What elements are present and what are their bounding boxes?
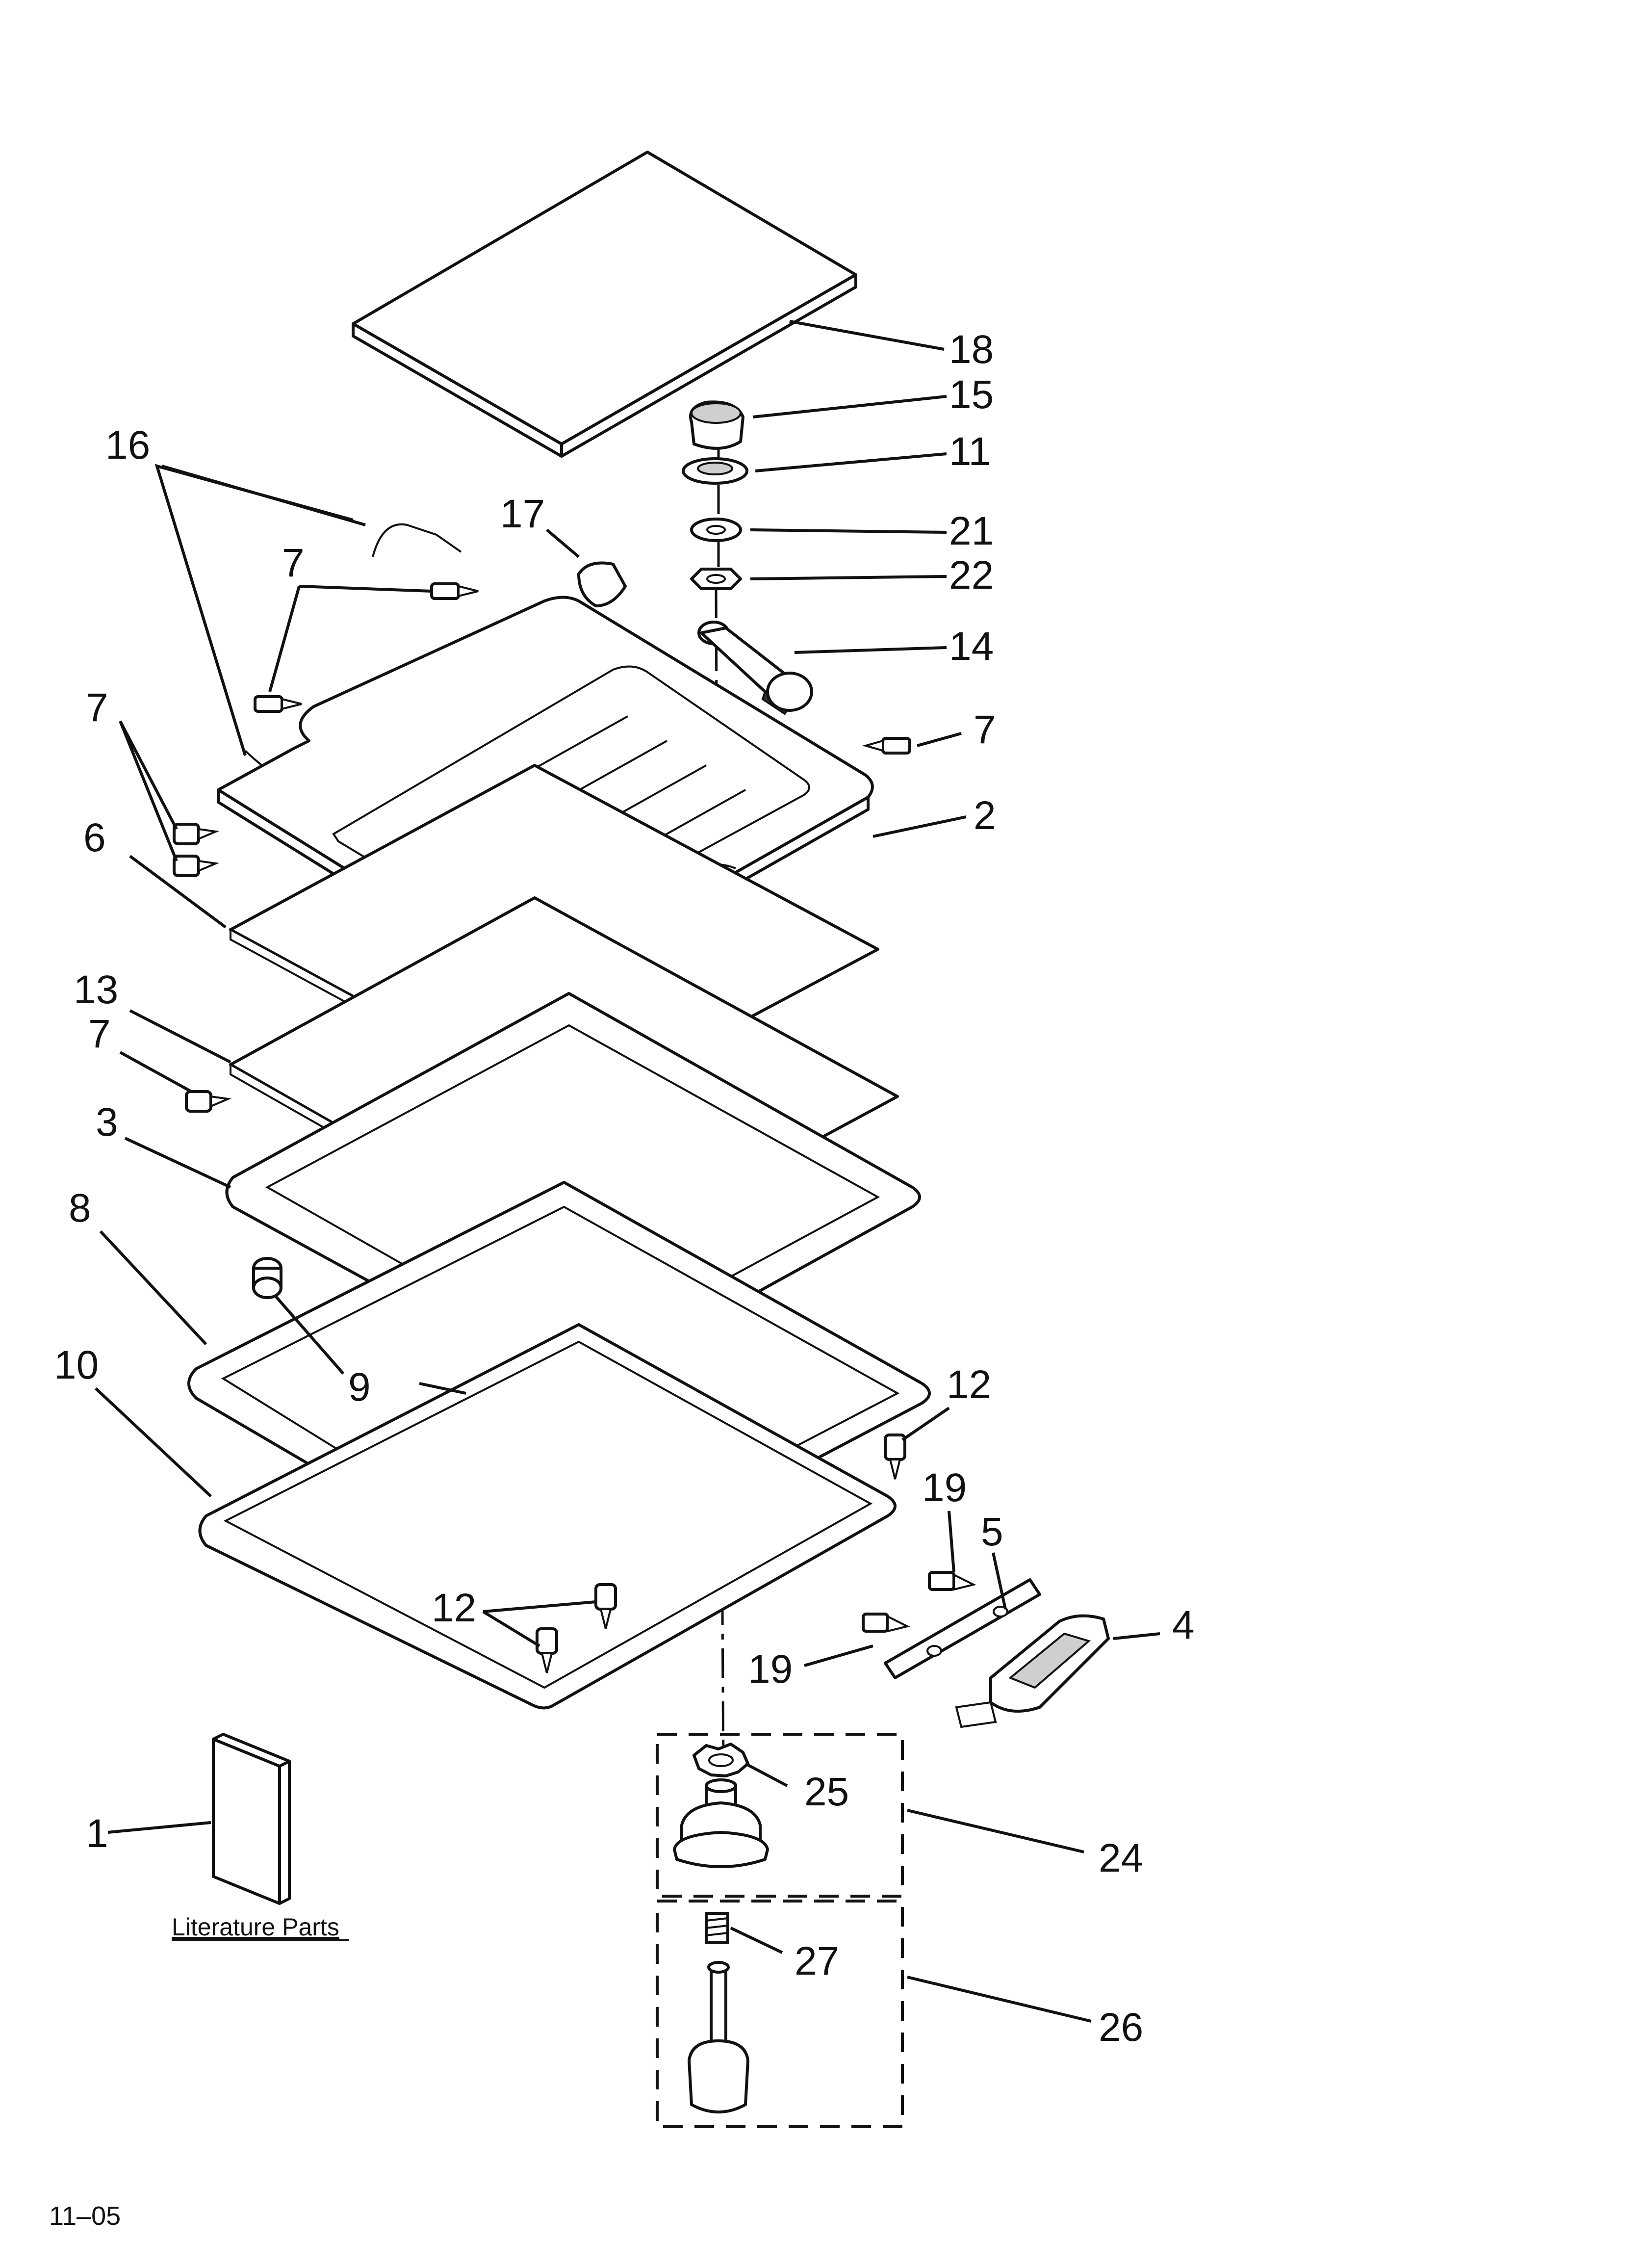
callout-19: 19: [922, 1465, 967, 1510]
callout-7: 7: [282, 541, 305, 585]
literature-parts-label: Literature Parts: [172, 1913, 339, 1941]
callout-4: 4: [1172, 1603, 1195, 1647]
callout-25: 25: [804, 1770, 849, 1814]
callout-5: 5: [981, 1510, 1003, 1554]
part-7-screw: [254, 695, 302, 713]
part-1-literature-booklet: [212, 1733, 291, 1905]
assembly-24-box: [656, 1733, 904, 1898]
callout-13: 13: [74, 967, 118, 1012]
callout-18: 18: [949, 327, 994, 372]
callout-1: 1: [86, 1811, 108, 1856]
callout-16: 16: [105, 423, 150, 468]
callout-12: 12: [432, 1586, 476, 1630]
part-18-top-panel: [352, 151, 857, 458]
part-4-handle: [955, 1614, 1110, 1728]
part-10-gasket: [198, 1323, 897, 1710]
callout-8: 8: [69, 1186, 91, 1230]
page-code: 11–05: [49, 2201, 121, 2231]
part-11-knob-base: [682, 457, 748, 485]
callout-3: 3: [96, 1100, 118, 1145]
part-19-screw: [862, 1613, 910, 1633]
callout-7: 7: [88, 1012, 111, 1056]
callout-15: 15: [949, 372, 994, 417]
part-7-screw: [173, 823, 220, 845]
part-7-screw: [862, 737, 911, 755]
part-12-screw: [594, 1583, 617, 1629]
part-7-screw: [173, 855, 220, 877]
part-15-knob: [689, 400, 744, 450]
callout-22: 22: [949, 553, 994, 598]
callout-7: 7: [974, 707, 996, 752]
callout-6: 6: [83, 815, 106, 860]
part-19-screw: [928, 1571, 976, 1591]
part-7-screw: [430, 582, 479, 600]
part-25-star-washer: [693, 1743, 749, 1777]
callout-12: 12: [947, 1362, 991, 1407]
callout-11: 11: [949, 429, 991, 474]
part-24-valve-body: [673, 1778, 769, 1868]
part-12-screw: [536, 1627, 558, 1673]
part-22-nut: [690, 568, 742, 590]
callout-26: 26: [1099, 2005, 1143, 2050]
callout-2: 2: [974, 793, 996, 838]
part-7-screw: [185, 1090, 232, 1113]
callout-14: 14: [949, 624, 994, 669]
leader-lines: [94, 320, 1160, 2023]
part-27-spring: [705, 1912, 729, 1944]
callout-27: 27: [795, 1939, 839, 1983]
assembly-26-box: [656, 1900, 904, 2128]
callout-10: 10: [54, 1343, 99, 1387]
part-21-clip: [690, 518, 742, 542]
callout-24: 24: [1099, 1836, 1143, 1880]
part-26-plunger: [688, 1961, 749, 2113]
part-17-plug: [577, 561, 627, 607]
part-12-screw: [884, 1434, 906, 1480]
callout-9: 9: [348, 1365, 371, 1409]
part-14-lever: [697, 621, 813, 715]
part-9-bumper: [252, 1257, 282, 1299]
callout-19: 19: [748, 1647, 793, 1692]
callout-7: 7: [86, 685, 108, 730]
callout-17: 17: [500, 492, 545, 536]
callout-21: 21: [949, 509, 994, 553]
